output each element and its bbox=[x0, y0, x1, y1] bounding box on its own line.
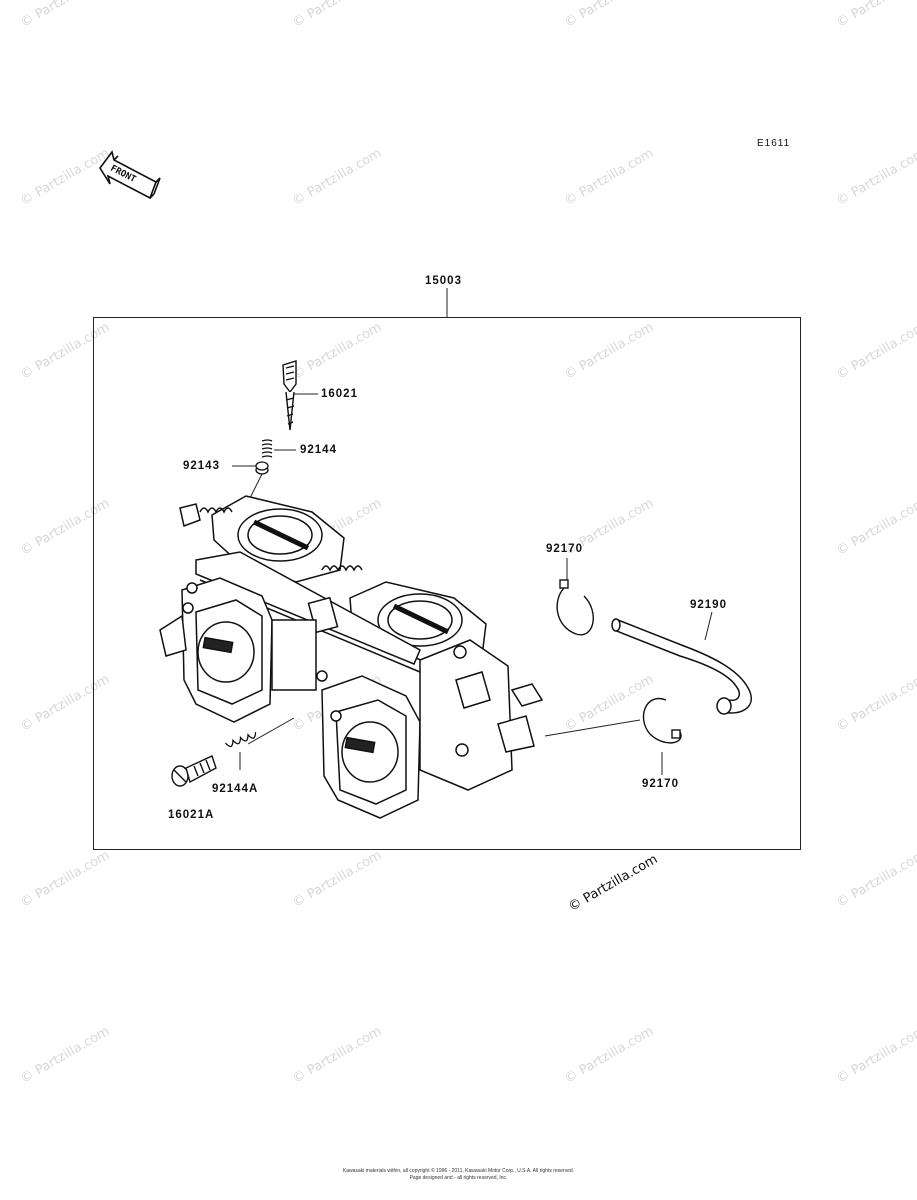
carburetor-assembly bbox=[159, 495, 544, 819]
leader-92190 bbox=[704, 611, 713, 641]
clamp-92170-upper bbox=[556, 579, 594, 636]
part-label-92143[interactable]: 92143 bbox=[183, 460, 220, 472]
leader-clamp-to-body bbox=[544, 719, 641, 737]
part-label-15003[interactable]: 15003 bbox=[425, 275, 462, 287]
hose-92190 bbox=[611, 618, 753, 715]
part-label-92190[interactable]: 92190 bbox=[690, 599, 727, 611]
diagram-code: E1611 bbox=[757, 138, 791, 149]
spring-92144 bbox=[261, 439, 273, 458]
part-label-92144A[interactable]: 92144A bbox=[212, 783, 259, 795]
footer-line-2: Page designed and - all rights reserved,… bbox=[409, 1175, 508, 1181]
part-label-92170-lower[interactable]: 92170 bbox=[642, 778, 679, 790]
assembly-frame bbox=[93, 317, 801, 850]
part-label-16021A[interactable]: 16021A bbox=[168, 809, 215, 821]
part-label-16021[interactable]: 16021 bbox=[321, 388, 358, 400]
screw-16021A bbox=[171, 755, 217, 787]
idle-screw-16021 bbox=[282, 360, 297, 431]
part-label-92170-upper[interactable]: 92170 bbox=[546, 543, 583, 555]
clamp-92170-lower bbox=[642, 697, 682, 744]
spring-92144A bbox=[224, 732, 257, 748]
footer-line-1: Kawasaki materials within, all copyright… bbox=[342, 1168, 575, 1174]
part-label-92144[interactable]: 92144 bbox=[300, 444, 337, 456]
washer-92143 bbox=[255, 461, 269, 475]
front-arrow-icon bbox=[99, 150, 161, 200]
leader-92144A-b bbox=[247, 717, 295, 745]
